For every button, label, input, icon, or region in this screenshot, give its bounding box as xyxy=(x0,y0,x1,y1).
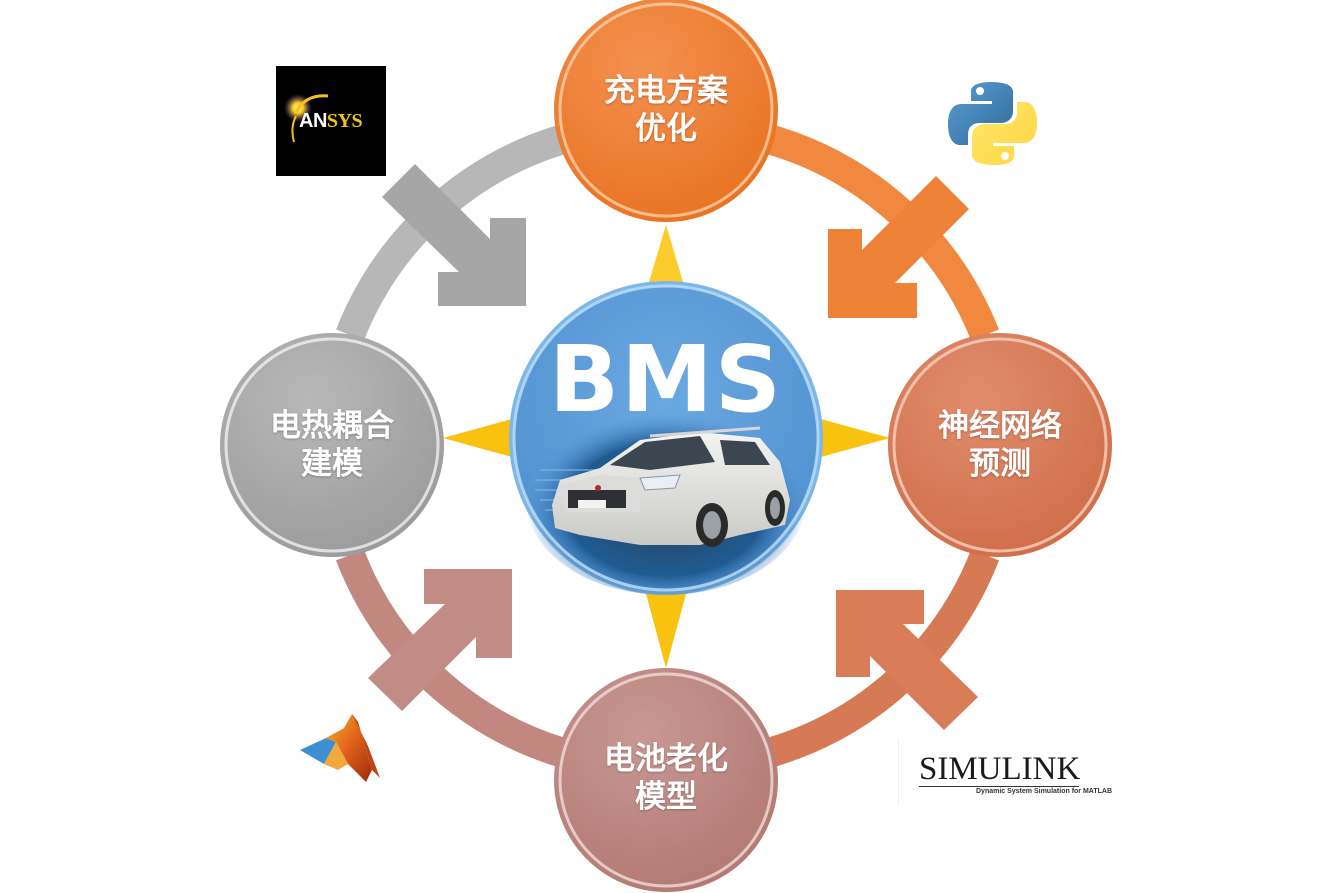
node-left-label: 电热耦合 建模 xyxy=(222,407,442,483)
node-top-label: 充电方案 优化 xyxy=(556,72,776,148)
node-right-line2: 预测 xyxy=(969,446,1031,482)
node-bottom-line1: 电池老化 xyxy=(604,741,728,777)
arrow-from-simulink xyxy=(836,590,978,730)
node-bottom-line2: 模型 xyxy=(635,779,697,815)
simulink-underline xyxy=(919,786,1079,787)
bms-center-circle xyxy=(509,281,823,595)
node-right-label: 神经网络 预测 xyxy=(890,407,1110,483)
arrow-from-matlab xyxy=(368,569,512,711)
node-top-line2: 优化 xyxy=(635,111,697,147)
node-bottom-circle xyxy=(554,668,778,892)
simulink-subtitle: Dynamic System Simulation for MATLAB xyxy=(976,788,1113,795)
python-logo xyxy=(948,82,1037,165)
node-right-line1: 神经网络 xyxy=(938,408,1062,444)
node-bottom-label: 电池老化 模型 xyxy=(556,740,776,816)
arrow-from-python xyxy=(828,176,969,318)
node-top-line1: 充电方案 xyxy=(604,73,728,109)
ansys-swoosh-icon xyxy=(284,94,329,143)
simulink-logo: SIMULINK Dynamic System Simulation for M… xyxy=(898,738,1112,806)
arrow-from-ansys xyxy=(382,164,526,306)
node-left-line2: 建模 xyxy=(301,446,363,482)
simulink-title: SIMULINK xyxy=(919,751,1081,787)
bms-title: BMS xyxy=(549,326,783,433)
car-image xyxy=(552,426,790,547)
ansys-wordmark: ANSYS xyxy=(299,110,363,132)
matlab-logo xyxy=(300,714,380,782)
node-right-circle xyxy=(888,333,1112,557)
node-left-circle xyxy=(220,333,444,557)
node-top-circle xyxy=(554,0,778,222)
node-left-line1: 电热耦合 xyxy=(270,408,394,444)
ansys-logo: ANSYS xyxy=(276,66,386,176)
